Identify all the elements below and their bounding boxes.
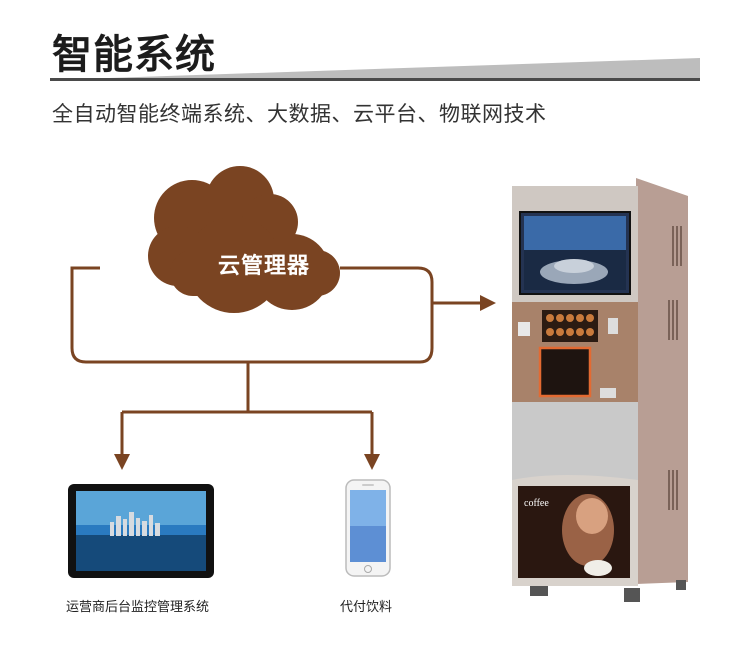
machine-panel-text: coffee xyxy=(524,498,549,509)
monitor-illustration xyxy=(68,484,214,578)
page-title: 智能系统 xyxy=(52,32,216,78)
coffee-machine-illustration: coffee xyxy=(512,178,688,602)
monitor-caption: 运营商后台监控管理系统 xyxy=(66,600,210,615)
header-rule xyxy=(50,58,700,80)
cloud-label: 云管理器 xyxy=(217,254,310,279)
phone-illustration xyxy=(345,479,391,577)
arrow-down-left xyxy=(114,454,130,470)
cloud-shape xyxy=(148,166,340,313)
header-rule-line xyxy=(50,78,700,81)
page-subtitle: 全自动智能终端系统、大数据、云平台、物联网技术 xyxy=(52,102,547,126)
arrow-down-right xyxy=(364,454,380,470)
arrow-to-machine-head xyxy=(480,295,496,311)
connector-loop xyxy=(70,266,434,364)
phone-caption: 代付饮料 xyxy=(340,600,393,615)
